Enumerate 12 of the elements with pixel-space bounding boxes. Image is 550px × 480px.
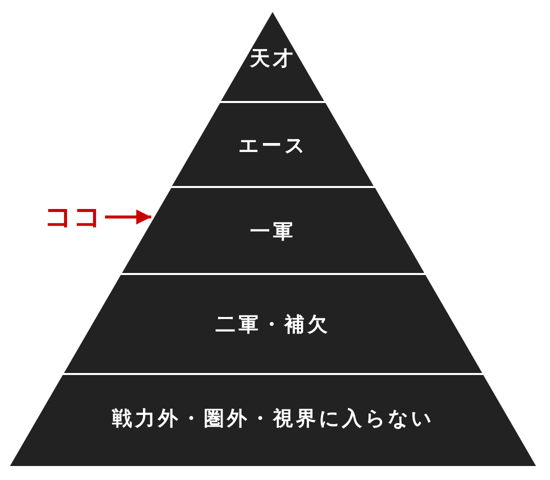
pyramid-tier (172, 103, 374, 186)
tier-label: 一軍 (248, 218, 297, 245)
pyramid-tier (122, 188, 424, 273)
pyramid-tier (221, 12, 325, 101)
tier-label: エース (237, 132, 308, 159)
tier-label: 二軍・補欠 (214, 311, 332, 338)
pyramid-tier (10, 375, 536, 466)
tier-label: 天才 (248, 45, 297, 72)
tier-label: 戦力外・圏外・視界に入らない (110, 405, 435, 432)
arrow (105, 210, 152, 224)
pointer-label: ココ (44, 198, 102, 236)
pyramid-tier (64, 275, 482, 373)
